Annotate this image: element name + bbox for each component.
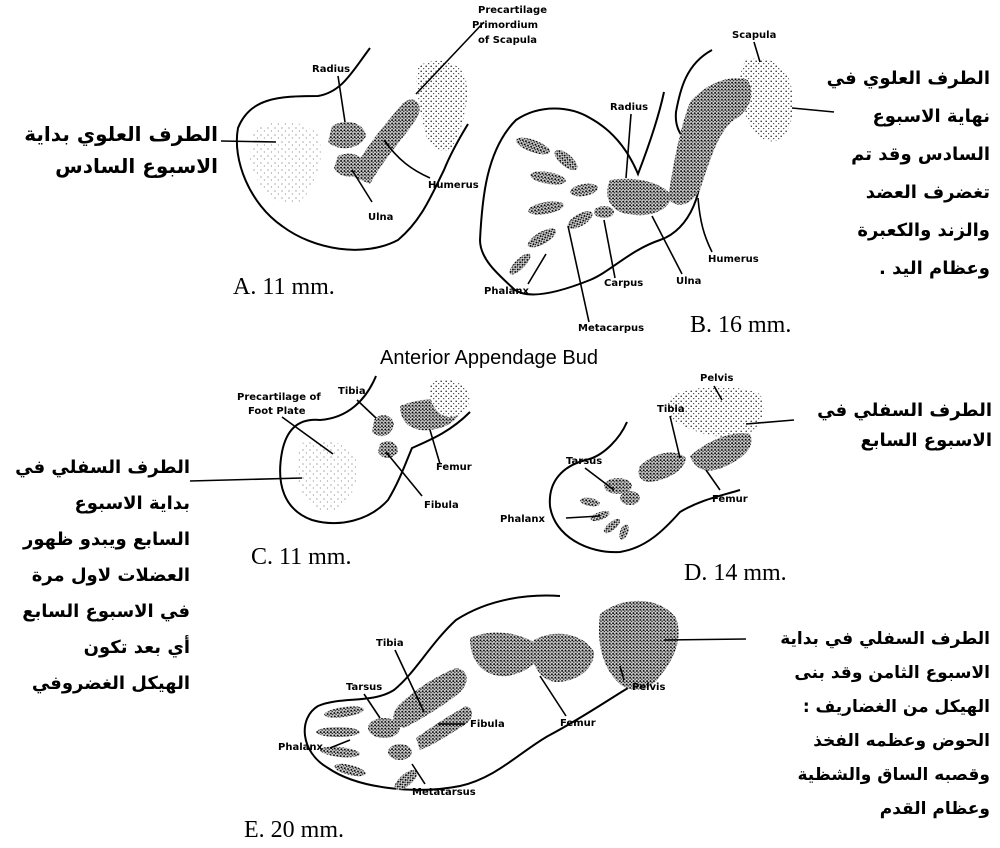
panel-c-foot-plate (296, 440, 358, 512)
panel-d-femur (690, 433, 752, 470)
panel-e-pelvis-label: Pelvis (632, 682, 665, 693)
panel-b-ulna-label: Ulna (676, 276, 701, 287)
panel-c-fibula-label: Fibula (424, 500, 459, 511)
panel-b-humerus-label: Humerus (708, 254, 759, 265)
note-b-line: الطرف العلوي في (838, 60, 990, 98)
panel-d-tarsus-leader (585, 468, 614, 490)
note-b-line: والزند والكعبرة (838, 212, 990, 250)
note-e-line: وقصبه الساق والشظية (746, 758, 990, 792)
panel-a-radius-label: Radius (312, 64, 350, 75)
note-panel-c: الطرف السفلي في بداية الاسبوع السابع ويب… (10, 450, 190, 702)
panel-c-tibia-fibula (372, 415, 398, 458)
note-b-line: نهاية الاسبوع (838, 98, 990, 136)
panel-d-femur-leader (706, 470, 720, 490)
panel-a-radius-ulna (328, 122, 366, 177)
panel-e-pelvis (599, 601, 679, 690)
panel-c-note-leader (190, 478, 302, 481)
panel-b-hand-bones (507, 134, 614, 277)
note-e-line: الهيكل من الغضاريف : (746, 690, 990, 724)
panel-e-tarsus-label: Tarsus (346, 682, 382, 693)
note-c-line: الطرف السفلي في (10, 450, 190, 486)
panel-e-fibula-label: Fibula (470, 719, 505, 730)
panel-b-ulna-leader (652, 216, 682, 274)
panel-e: Tibia Tarsus Pelvis Fibula Femur Phalanx… (244, 596, 746, 843)
panel-d-phalanx-label: Phalanx (500, 514, 545, 525)
panel-d-tibia (638, 452, 686, 482)
panel-c-precartilage-label-2: Foot Plate (248, 406, 306, 417)
panel-e-femur-head (532, 634, 594, 682)
panel-a-note-leader (221, 141, 276, 142)
note-a-line: الطرف العلوي بداية (12, 118, 218, 150)
panel-b-note-leader (792, 108, 834, 112)
panel-a: Radius Precartilage Primordium of Scapul… (221, 5, 547, 300)
panel-c: Tibia Precartilage of Foot Plate Femur F… (190, 376, 472, 570)
note-c-line: العضلات لاول مرة (10, 558, 190, 594)
panel-a-humerus-label: Humerus (428, 180, 479, 191)
note-e-line: الاسبوع الثامن وقد بنى (746, 656, 990, 690)
panel-c-caption: C. 11 mm. (251, 544, 351, 570)
panel-b-caption: B. 16 mm. (690, 312, 791, 338)
note-e-line: وعظام القدم (746, 792, 990, 826)
panel-e-caption: E. 20 mm. (244, 817, 344, 843)
note-c-line: السابع ويبدو ظهور (10, 522, 190, 558)
panel-e-tibia-label: Tibia (376, 638, 404, 649)
section-title: Anterior Appendage Bud (380, 347, 598, 369)
note-d-line: الاسبوع السابع (796, 426, 992, 456)
note-e-line: الحوض وعظمه الفخذ (746, 724, 990, 758)
panel-b-metacarpus-label: Metacarpus (578, 323, 644, 334)
note-d-line: الطرف السفلي في (796, 396, 992, 426)
panel-e-phalanx-leader (330, 740, 350, 748)
note-c-line: في الاسبوع السابع (10, 594, 190, 630)
panel-a-caption: A. 11 mm. (233, 274, 335, 300)
panel-d-caption: D. 14 mm. (684, 560, 787, 586)
note-panel-b: الطرف العلوي في نهاية الاسبوع السادس وقد… (838, 60, 990, 288)
panel-e-phalanx-label: Phalanx (278, 742, 323, 753)
panel-b-forearm (607, 179, 672, 215)
note-c-line: أي بعد تكون (10, 630, 190, 666)
panel-d-tarsus-label: Tarsus (566, 456, 602, 467)
note-c-line: الهيكل الغضروفي (10, 666, 190, 702)
panel-a-mesenchyme (250, 122, 321, 204)
note-a-line: الاسبوع السادس (12, 150, 218, 182)
note-panel-d: الطرف السفلي في الاسبوع السابع (796, 396, 992, 456)
panel-b-carpus-label: Carpus (604, 278, 643, 289)
note-panel-a: الطرف العلوي بداية الاسبوع السادس (12, 118, 218, 182)
panel-d-tibia-label: Tibia (657, 404, 685, 415)
panel-d: Pelvis Tibia Tarsus Femur Phalanx D. 14 … (500, 373, 794, 586)
panel-a-precartilage-label-1: Precartilage (478, 5, 547, 16)
panel-b-phalanx-label: Phalanx (484, 286, 529, 297)
note-panel-e: الطرف السفلي في بداية الاسبوع الثامن وقد… (746, 622, 990, 826)
note-b-line: تغضرف العضد (838, 174, 990, 212)
panel-a-ulna-label: Ulna (368, 212, 393, 223)
panel-c-femur-label: Femur (436, 462, 472, 473)
panel-e-femur-label: Femur (560, 718, 596, 729)
panel-b-phalanx-leader (528, 254, 546, 284)
panel-d-pelvis-label: Pelvis (700, 373, 733, 384)
panel-b: Scapula Radius Humerus Phalanx Carpus Ul… (480, 30, 834, 338)
panel-b-metacarpus-leader (568, 226, 589, 322)
note-b-line: السادس وقد تم (838, 136, 990, 174)
panel-e-note-leader (664, 639, 746, 640)
panel-c-tibia-label: Tibia (338, 386, 366, 397)
panel-e-femur-leader (540, 676, 566, 716)
note-c-line: بداية الاسبوع (10, 486, 190, 522)
note-b-line: وعظام اليد . (838, 250, 990, 288)
panel-b-radius-label: Radius (610, 102, 648, 113)
panel-c-tibia-leader (357, 400, 376, 418)
panel-e-femur (470, 632, 541, 676)
panel-d-femur-label: Femur (712, 494, 748, 505)
panel-b-humerus (668, 78, 751, 205)
note-e-line: الطرف السفلي في بداية (746, 622, 990, 656)
panel-c-fibula-leader (386, 452, 422, 496)
panel-e-metatarsus-label: Metatarsus (412, 787, 476, 798)
panel-b-scapula-label: Scapula (732, 30, 776, 41)
panel-c-precartilage-label-1: Precartilage of (237, 392, 321, 403)
panel-b-humerus-leader (698, 198, 712, 252)
panel-a-precartilage-label-3: of Scapula (478, 35, 537, 46)
panel-b-radius-leader (626, 114, 631, 178)
panel-a-precartilage-label-2: Primordium (472, 20, 538, 31)
